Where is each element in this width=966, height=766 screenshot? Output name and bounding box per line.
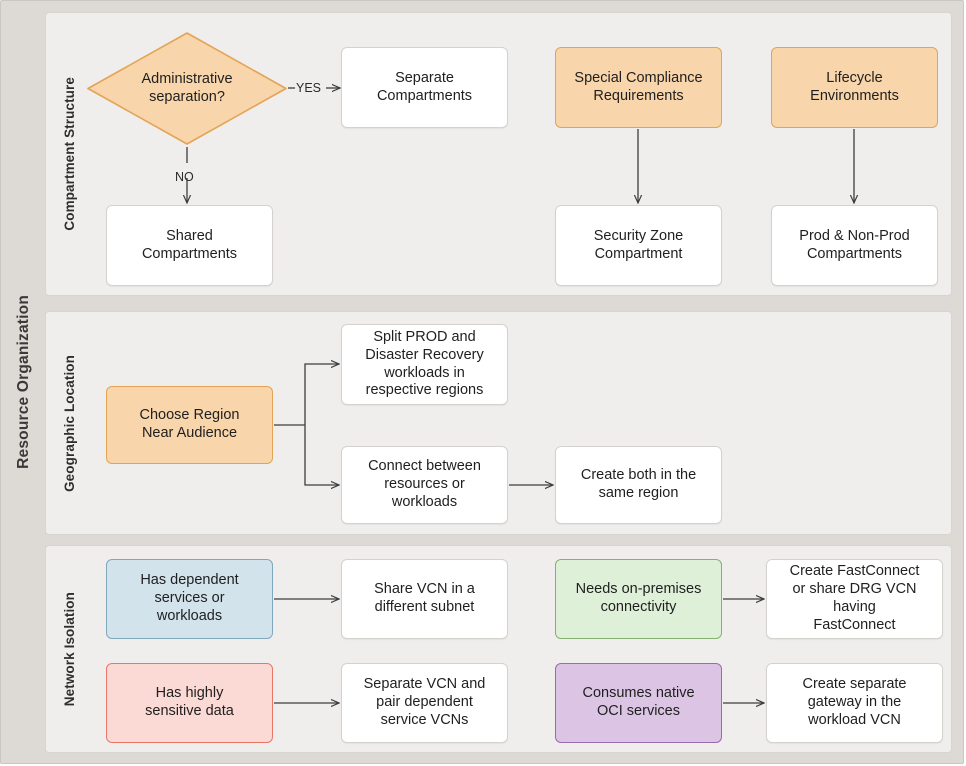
- section-label-geographic-location: Geographic Location: [46, 312, 92, 534]
- node-share-vcn-different-subnet-label: Share VCN in a different subnet: [374, 581, 475, 615]
- node-choose-region-near-audience-label: Choose Region Near Audience: [139, 407, 240, 441]
- node-lifecycle-environments[interactable]: Lifecycle Environments: [771, 47, 938, 128]
- node-has-highly-sensitive-data[interactable]: Has highly sensitive data: [106, 663, 273, 743]
- node-needs-on-premises-connectivity[interactable]: Needs on-premises connectivity: [555, 559, 722, 639]
- node-separate-vcn-pair-dependent[interactable]: Separate VCN and pair dependent service …: [341, 663, 508, 743]
- node-create-fastconnect-or-drg-label: Create FastConnect or share DRG VCN havi…: [789, 563, 920, 633]
- node-separate-vcn-pair-dependent-label: Separate VCN and pair dependent service …: [363, 676, 486, 728]
- node-create-separate-gateway-label: Create separate gateway in the workload …: [802, 676, 907, 728]
- node-shared-compartments-label: Shared Compartments: [141, 227, 238, 262]
- section-label-network-isolation-text: Network Isolation: [61, 591, 77, 707]
- node-prod-nonprod-compartments-label: Prod & Non-Prod Compartments: [799, 227, 910, 262]
- node-split-prod-disaster-recovery-label: Split PROD and Disaster Recovery workloa…: [365, 328, 484, 399]
- node-connect-between-resources[interactable]: Connect between resources or workloads: [341, 446, 508, 524]
- node-connect-between-resources-label: Connect between resources or workloads: [368, 458, 481, 510]
- node-separate-compartments[interactable]: Separate Compartments: [341, 47, 508, 128]
- node-choose-region-near-audience[interactable]: Choose Region Near Audience: [106, 386, 273, 464]
- edge-label-no: NO: [175, 170, 194, 184]
- node-create-fastconnect-or-drg[interactable]: Create FastConnect or share DRG VCN havi…: [766, 559, 943, 639]
- node-special-compliance-requirements-label: Special Compliance Requirements: [574, 69, 703, 104]
- node-prod-nonprod-compartments[interactable]: Prod & Non-Prod Compartments: [771, 205, 938, 286]
- section-label-compartment-structure-text: Compartment Structure: [61, 77, 77, 231]
- node-shared-compartments[interactable]: Shared Compartments: [106, 205, 273, 286]
- node-administrative-separation-decision[interactable]: Administrative separation?: [86, 31, 288, 146]
- edge-label-yes: YES: [296, 81, 322, 95]
- node-has-highly-sensitive-data-label: Has highly sensitive data: [145, 685, 234, 719]
- node-create-separate-gateway[interactable]: Create separate gateway in the workload …: [766, 663, 943, 743]
- node-security-zone-compartment-label: Security Zone Compartment: [593, 227, 684, 262]
- node-special-compliance-requirements[interactable]: Special Compliance Requirements: [555, 47, 722, 128]
- node-has-dependent-services-label: Has dependent services or workloads: [140, 572, 239, 624]
- node-needs-on-premises-connectivity-label: Needs on-premises connectivity: [575, 581, 702, 615]
- node-share-vcn-different-subnet[interactable]: Share VCN in a different subnet: [341, 559, 508, 639]
- node-security-zone-compartment[interactable]: Security Zone Compartment: [555, 205, 722, 286]
- section-label-geographic-location-text: Geographic Location: [61, 354, 77, 492]
- node-separate-compartments-label: Separate Compartments: [376, 69, 473, 104]
- node-has-dependent-services[interactable]: Has dependent services or workloads: [106, 559, 273, 639]
- node-create-both-same-region-label: Create both in the same region: [580, 467, 697, 501]
- node-administrative-separation-label: Administrative separation?: [141, 70, 233, 105]
- node-create-both-same-region[interactable]: Create both in the same region: [555, 446, 722, 524]
- section-label-network-isolation: Network Isolation: [46, 546, 92, 752]
- node-consumes-native-oci-services-label: Consumes native OCI services: [582, 685, 695, 719]
- diamond-shape: [87, 32, 287, 145]
- node-consumes-native-oci-services[interactable]: Consumes native OCI services: [555, 663, 722, 743]
- node-split-prod-disaster-recovery[interactable]: Split PROD and Disaster Recovery workloa…: [341, 324, 508, 405]
- node-lifecycle-environments-label: Lifecycle Environments: [810, 69, 899, 104]
